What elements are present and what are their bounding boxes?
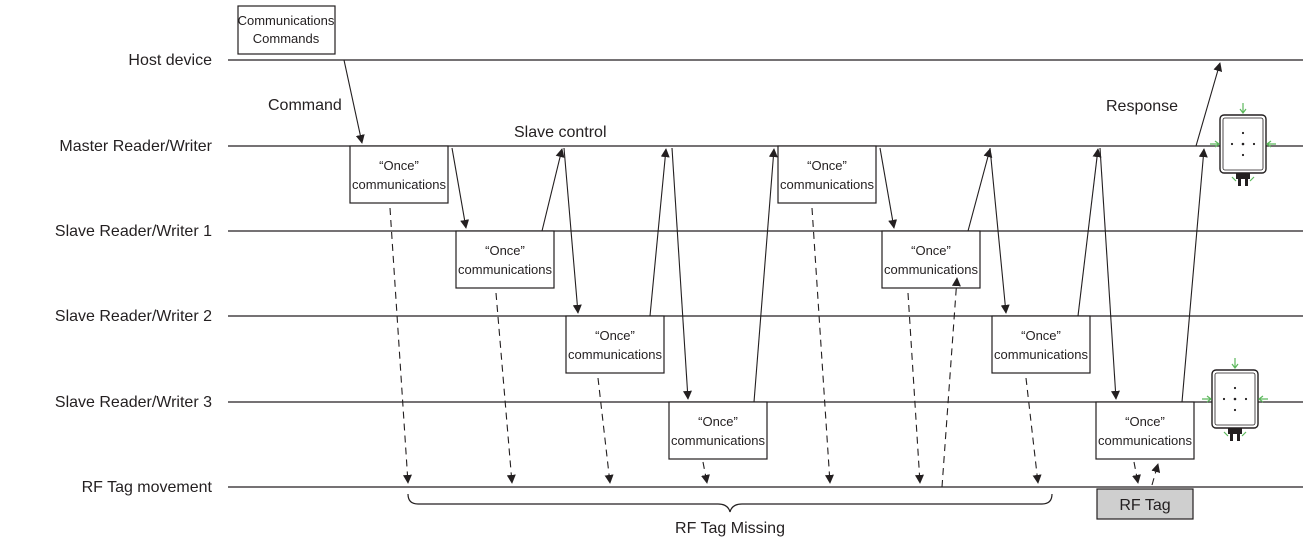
- reader-writer-icon: [1202, 358, 1268, 441]
- rf-tag-missing-label: RF Tag Missing: [675, 520, 785, 537]
- once-box-master-2: “Once” communications: [777, 145, 877, 204]
- arrow-slave2-to-master-b: [1077, 148, 1102, 317]
- response-label: Response: [1106, 98, 1178, 115]
- row-label-tag: RF Tag movement: [82, 479, 213, 496]
- arrow-master-to-slave2-a: [563, 147, 582, 314]
- row-label-slave2: Slave Reader/Writer 2: [55, 308, 212, 325]
- slave-control-label: Slave control: [514, 124, 607, 141]
- arrow-slave1-to-master-b: [967, 148, 993, 232]
- rf-tag-box: RF Tag: [1096, 488, 1194, 520]
- row-label-slave1: Slave Reader/Writer 1: [55, 223, 212, 240]
- missing-brace: [407, 493, 1053, 513]
- once-box-line2: communications: [994, 347, 1088, 362]
- dashed-arrow: [1151, 463, 1161, 486]
- dashed-arrow: [811, 207, 834, 484]
- dashed-arrow: [389, 207, 412, 484]
- once-box-slave3-2: “Once” communications: [1095, 401, 1195, 460]
- arrow-slave3-to-master-b: [1181, 148, 1208, 403]
- rf-tag-label: RF Tag: [1119, 497, 1170, 514]
- host-box-line2: Commands: [253, 31, 320, 46]
- row-label-host: Host device: [128, 52, 212, 69]
- once-box-line1: “Once”: [595, 328, 635, 343]
- row-labels: Host device Master Reader/Writer Slave R…: [55, 52, 213, 496]
- once-box-line1: “Once”: [485, 243, 525, 258]
- reader-writer-icon: [1210, 103, 1276, 186]
- communications-commands-box: Communications Commands: [237, 5, 336, 55]
- host-box-line1: Communications: [238, 13, 335, 28]
- dashed-arrow: [907, 292, 924, 484]
- once-box-slave1-2: “Once” communications: [881, 230, 981, 289]
- dashed-arrow: [941, 277, 961, 488]
- once-box-line2: communications: [671, 433, 765, 448]
- arrow-slave3-to-master-a: [753, 148, 778, 403]
- once-box-slave3-1: “Once” communications: [668, 401, 768, 460]
- dashed-arrow: [495, 292, 516, 484]
- arrow-master-to-slave1-a: [451, 147, 470, 229]
- tag-attempt-arrows: [389, 207, 1161, 488]
- dashed-arrow: [1025, 377, 1042, 484]
- once-box-line2: communications: [568, 347, 662, 362]
- once-box-slave1-1: “Once” communications: [455, 230, 555, 289]
- dashed-arrow: [597, 377, 614, 484]
- once-box-line1: “Once”: [911, 243, 951, 258]
- once-box-line1: “Once”: [379, 158, 419, 173]
- once-box-line2: communications: [352, 177, 446, 192]
- command-label: Command: [268, 97, 342, 114]
- once-box-slave2-1: “Once” communications: [565, 315, 665, 374]
- dashed-arrow: [701, 461, 710, 484]
- arrow-master-to-slave1-b: [879, 147, 898, 229]
- once-box-master-1: “Once” communications: [349, 145, 449, 204]
- once-box-line2: communications: [458, 262, 552, 277]
- control-arrows: [343, 59, 1223, 403]
- arrow-master-to-slave3-a: [671, 147, 692, 400]
- arrow-slave1-to-master-a: [541, 148, 565, 232]
- dashed-arrow: [1132, 461, 1141, 484]
- command-arrow: [343, 59, 365, 144]
- once-box-line1: “Once”: [1125, 414, 1165, 429]
- row-label-slave3: Slave Reader/Writer 3: [55, 394, 212, 411]
- arrow-master-to-slave2-b: [989, 147, 1010, 314]
- once-box-line2: communications: [884, 262, 978, 277]
- arrow-master-to-slave3-b: [1099, 147, 1120, 400]
- once-box-line2: communications: [1098, 433, 1192, 448]
- response-arrow: [1195, 62, 1223, 147]
- once-box-line1: “Once”: [807, 158, 847, 173]
- once-box-line2: communications: [780, 177, 874, 192]
- row-label-master: Master Reader/Writer: [59, 138, 212, 155]
- arrow-slave2-to-master-a: [649, 148, 670, 317]
- once-box-slave2-2: “Once” communications: [991, 315, 1091, 374]
- once-box-line1: “Once”: [698, 414, 738, 429]
- once-box-line1: “Once”: [1021, 328, 1061, 343]
